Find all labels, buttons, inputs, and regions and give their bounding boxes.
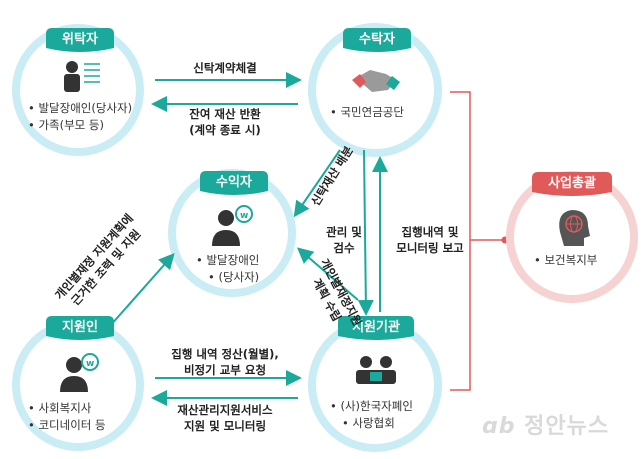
general-items: 보건복지부	[534, 252, 597, 269]
distribution-arrow	[293, 149, 341, 218]
truster-item: 가족(부모 등)	[28, 117, 132, 134]
service-label: 재산관리지원서비스 지원 및 모니터링	[177, 403, 273, 434]
trustee-tab	[343, 28, 411, 52]
svg-text:w: w	[240, 211, 248, 221]
supporter-tab	[46, 316, 114, 340]
handshake-icon	[352, 70, 400, 92]
agency-tab	[338, 316, 414, 340]
trustee-items: 국민연금공단	[330, 104, 403, 121]
svg-text:w: w	[86, 359, 94, 369]
beneficiary-item: 발달장애인	[196, 252, 259, 269]
truster-item: 발달장애인(당사자)	[28, 100, 132, 117]
agency-items: (사)한국자폐인 사랑협회	[330, 398, 413, 433]
globe-head-icon	[559, 210, 590, 246]
beneficiary-title: 수익자	[216, 175, 252, 190]
trustee-item: 국민연금공단	[330, 104, 403, 121]
agency-item-cont: 사랑협회	[330, 415, 413, 432]
supporter-items: 사회복지사 코디네이터 등	[28, 400, 106, 435]
person-with-w-badge-icon: w	[212, 205, 253, 246]
logo-mark-icon: ɑb	[482, 414, 525, 439]
general-title: 사업총괄	[548, 176, 596, 191]
general-item: 보건복지부	[534, 252, 597, 269]
supporter-item: 코디네이터 등	[28, 417, 105, 434]
plan-arrow	[357, 149, 374, 316]
settle-label: 집행 내역 정산(월별), 비정기 교부 요청	[171, 347, 279, 378]
supporter-person-icon: w	[60, 353, 99, 392]
truster-title: 위탁자	[62, 32, 98, 47]
trustee-title: 수탁자	[359, 32, 395, 47]
watermark-logo: ɑb 정안뉴스	[482, 414, 610, 439]
advice-arrow	[109, 253, 175, 327]
agency-item: (사)한국자폐인	[330, 398, 412, 415]
report-label: 집행내역 및 모니터링 보고	[396, 225, 464, 256]
supporter-title: 지원인	[62, 320, 98, 335]
manage-label: 관리 및 검수	[326, 225, 362, 256]
manage-arrow	[296, 247, 359, 301]
contract-label: 신탁계약체결	[193, 61, 257, 75]
agency-title: 지원기관	[352, 320, 400, 335]
supporter-item: 사회복지사	[28, 400, 106, 417]
general-connector-line	[450, 91, 505, 391]
person-at-computer-icon	[64, 61, 100, 92]
truster-tab	[46, 28, 114, 52]
beneficiary-tab	[200, 171, 268, 195]
return-label: 잔여 재산 반환 (계약 종료 시)	[189, 107, 261, 138]
beneficiary-items: 발달장애인 (당사자)	[196, 252, 259, 287]
counseling-meeting-icon	[356, 356, 396, 384]
truster-items: 발달장애인(당사자) 가족(부모 등)	[28, 100, 132, 135]
general-tab	[532, 172, 612, 196]
beneficiary-item-cont: (당사자)	[196, 269, 259, 286]
